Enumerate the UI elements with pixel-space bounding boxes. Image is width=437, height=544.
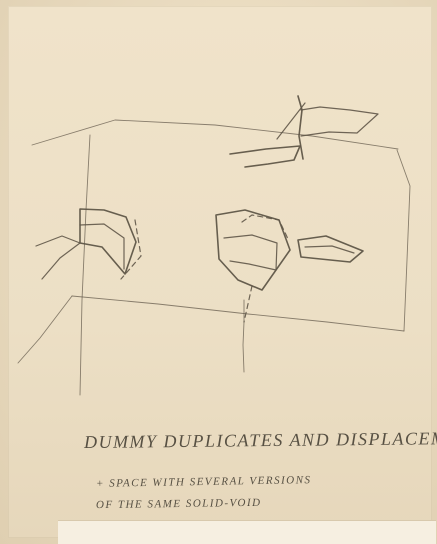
plane-left-edge <box>80 135 90 395</box>
center-object-dashed-drop <box>244 286 252 322</box>
upper-right-panel-top <box>301 107 378 136</box>
left-object-main <box>80 209 136 274</box>
center-object-inner <box>224 235 277 270</box>
upper-right-panel-support <box>230 146 300 167</box>
plane-center-divider <box>243 300 244 372</box>
left-object-left-wing <box>36 236 80 279</box>
center-object-side-panel-inner <box>305 246 354 253</box>
plane-lower-left-edge <box>18 296 72 363</box>
plane-right-edge <box>397 150 410 331</box>
center-object-side-panel <box>298 236 363 262</box>
plane-top-edge <box>32 120 398 149</box>
center-object-front <box>216 210 290 290</box>
plane-bottom-edge <box>72 296 404 331</box>
